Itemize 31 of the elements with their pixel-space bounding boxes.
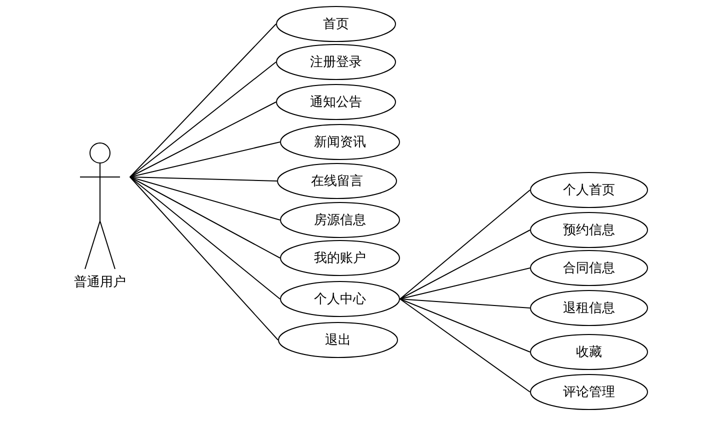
use-case-ellipse: 退租信息: [530, 290, 648, 326]
connector-line: [400, 298, 530, 352]
connector-line: [130, 142, 280, 178]
use-case-ellipse: 合同信息: [530, 250, 648, 286]
use-case-ellipse: 新闻资讯: [280, 124, 400, 160]
use-case-ellipse: 房源信息: [280, 202, 400, 238]
use-case-ellipse: 在线留言: [277, 163, 397, 199]
use-case-ellipse: 通知公告: [276, 84, 396, 120]
use-case-ellipse: 评论管理: [530, 374, 648, 410]
use-case-ellipse: 预约信息: [530, 212, 648, 248]
connector-line: [130, 176, 280, 220]
connector-line: [130, 176, 280, 258]
use-case-ellipse: 个人中心: [280, 281, 400, 317]
use-case-ellipse: 首页: [276, 6, 396, 42]
use-case-ellipse: 个人首页: [530, 172, 648, 208]
use-case-ellipse: 退出: [278, 322, 398, 358]
connector-line: [130, 62, 276, 178]
connector-line: [130, 24, 276, 178]
connector-line: [400, 230, 530, 300]
use-case-ellipse: 注册登录: [276, 44, 396, 80]
connector-line: [400, 268, 530, 300]
connector-line: [130, 176, 278, 182]
connector-line: [400, 298, 530, 308]
connector-line: [130, 176, 280, 300]
use-case-ellipse: 我的账户: [280, 240, 400, 276]
connector-line: [400, 298, 530, 392]
actor-label: 普通用户: [73, 274, 127, 291]
connector-line: [130, 102, 276, 178]
connector-line: [130, 176, 278, 340]
connector-line: [400, 190, 530, 300]
use-case-ellipse: 收藏: [530, 334, 648, 370]
